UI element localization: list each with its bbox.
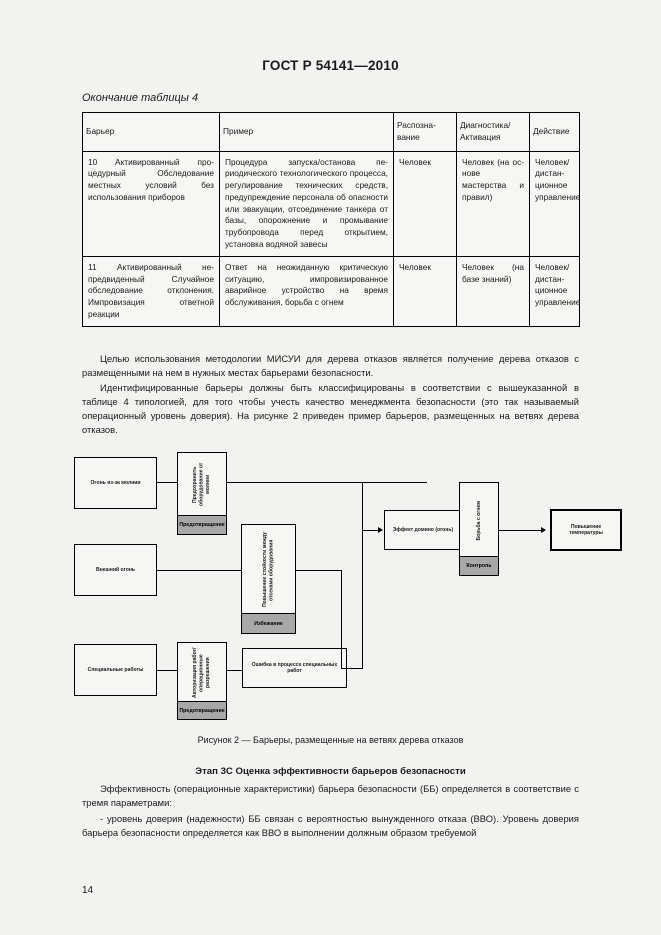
- cell-recognition: Человек: [393, 150, 457, 257]
- cell-example: Ответ на неожиданную крити­ческую ситуац…: [219, 255, 394, 327]
- node-fire-lightning: Огонь из-за молнии: [74, 457, 157, 509]
- barrier-equipment-resistance-label: Повышение стойкости междy отсеками обору…: [261, 532, 275, 608]
- paragraph-confidence-level-text: - уровень доверия (надежности) ББ связан…: [82, 813, 579, 839]
- cell-action: Человек/ дистан­ционное управление: [529, 150, 580, 257]
- arrow-to-domino: [378, 526, 383, 533]
- table-row: 10 Активированный про­цедурный Обследова…: [82, 150, 580, 257]
- node-external-fire-label: Внешний огонь: [95, 566, 136, 573]
- cell-barrier: 10 Активированный про­цедурный Обследова…: [82, 150, 220, 257]
- node-domino-effect: Эффект домино (огонь): [384, 510, 462, 550]
- connector-line: [499, 530, 543, 532]
- cell-recognition: Человек: [393, 255, 457, 327]
- column-header-recognition: Распозна- вание: [393, 112, 457, 152]
- connector-line: [341, 668, 363, 670]
- connector-line: [157, 670, 177, 672]
- connector-line: [157, 482, 177, 484]
- cell-diagnostics: Человек (на ос­нове мастерства и правил): [456, 150, 530, 257]
- node-special-works-error-label: Ошибка в процессе специальных работ: [251, 661, 338, 674]
- barrier-type-prevention-2: Предотвращение: [177, 701, 227, 720]
- barrier-type-avoidance-label: Избежание: [254, 620, 283, 627]
- cell-diagnostics: Человек (на базе знаний): [456, 255, 530, 327]
- barrier-type-prevention-1: Предотвращение: [177, 515, 227, 535]
- cell-barrier: 11 Активированный не­предвиденный Случай…: [82, 255, 220, 327]
- paragraph-effectiveness-text: Эффективность (операционные характеристи…: [82, 783, 579, 809]
- node-special-works-label: Специальные работы: [87, 666, 144, 673]
- column-header-barrier: Барьер: [82, 112, 220, 152]
- paragraph-effectiveness: Эффективность (операционные характеристи…: [82, 782, 579, 810]
- column-header-action: Действие: [529, 112, 580, 152]
- barrier-protect-equipment-label: Предохранить оборудование от молнии: [192, 462, 212, 507]
- barrier-equipment-resistance: Повышение стойкости междy отсеками обору…: [241, 524, 296, 616]
- barrier-fire-fighting-label: Борьба с огнем: [475, 501, 482, 541]
- node-temperature-rise: Повышение температуры: [550, 509, 622, 551]
- node-special-works-error: Ошибка в процессе специальных работ: [242, 648, 347, 688]
- paragraph-goal-text: Целью использования методологии МИСУИ дл…: [82, 353, 579, 379]
- page-title: ГОСТ Р 54141—2010: [262, 58, 399, 73]
- barrier-work-authorization-label: Авторизация работ/ операционные разрешен…: [192, 647, 212, 699]
- connector-line: [227, 482, 427, 484]
- page-number: 14: [82, 885, 94, 896]
- barrier-protect-equipment: Предохранить оборудование от молнии: [177, 452, 227, 517]
- figure-fault-tree: Огонь из-за молнии Внешний огонь Специал…: [60, 452, 630, 737]
- figure-caption: Рисунок 2 — Барьеры, размещенные на ветв…: [197, 735, 464, 745]
- column-header-example: Пример: [219, 112, 394, 152]
- barrier-type-control: Контроль: [459, 556, 499, 576]
- table-caption: Окончание таблицы 4: [82, 92, 199, 104]
- paragraph-goal: Целью использования методологии МИСУИ дл…: [82, 352, 579, 380]
- table-row: 11 Активированный не­предвиденный Случай…: [82, 255, 580, 327]
- column-header-diagnostics: Диагностика/ Активация: [456, 112, 530, 152]
- table-header-row: Барьер Пример Распозна- вание Диагностик…: [82, 112, 580, 152]
- column-header-recognition-line2: вание: [397, 131, 420, 142]
- column-header-diagnostics-line1: Диагностика/: [460, 120, 511, 130]
- connector-line: [227, 670, 242, 672]
- barrier-type-avoidance: Избежание: [241, 613, 296, 634]
- connector-line: [341, 570, 343, 668]
- node-domino-effect-label: Эффект домино (огонь): [392, 526, 454, 533]
- cell-action: Человек/ дистан­ционное управление: [529, 255, 580, 327]
- connector-line: [157, 570, 241, 572]
- connector-line: [362, 482, 364, 669]
- arrow-to-temperature: [541, 526, 546, 533]
- table-4: Барьер Пример Распозна- вание Диагностик…: [82, 112, 580, 327]
- cell-example: Процедура запуска/останова пе­риодическо…: [219, 150, 394, 257]
- node-external-fire: Внешний огонь: [74, 544, 157, 596]
- connector-line: [296, 570, 342, 572]
- barrier-fire-fighting: Борьба с огнем: [459, 482, 499, 560]
- paragraph-confidence-level: - уровень доверия (надежности) ББ связан…: [82, 812, 579, 840]
- paragraph-classification: Идентифицированные барьеры должны быть к…: [82, 381, 579, 437]
- node-special-works: Специальные работы: [74, 644, 157, 696]
- column-header-diagnostics-line2: Активация: [460, 131, 501, 142]
- barrier-work-authorization: Авторизация работ/ операционные разрешен…: [177, 642, 227, 704]
- node-fire-lightning-label: Огонь из-за молнии: [90, 479, 141, 486]
- barrier-type-prevention-1-label: Предотвращение: [179, 522, 225, 528]
- connector-line: [362, 530, 380, 532]
- node-temperature-rise-label: Повышение температуры: [569, 523, 603, 536]
- stage-heading: Этап 3С Оценка эффективности барьеров бе…: [195, 766, 466, 777]
- barrier-type-prevention-2-label: Предотвращение: [179, 707, 225, 714]
- column-header-recognition-line1: Распозна-: [397, 120, 436, 130]
- paragraph-classification-text: Идентифицированные барьеры должны быть к…: [82, 382, 579, 436]
- barrier-type-control-label: Контроль: [466, 563, 492, 569]
